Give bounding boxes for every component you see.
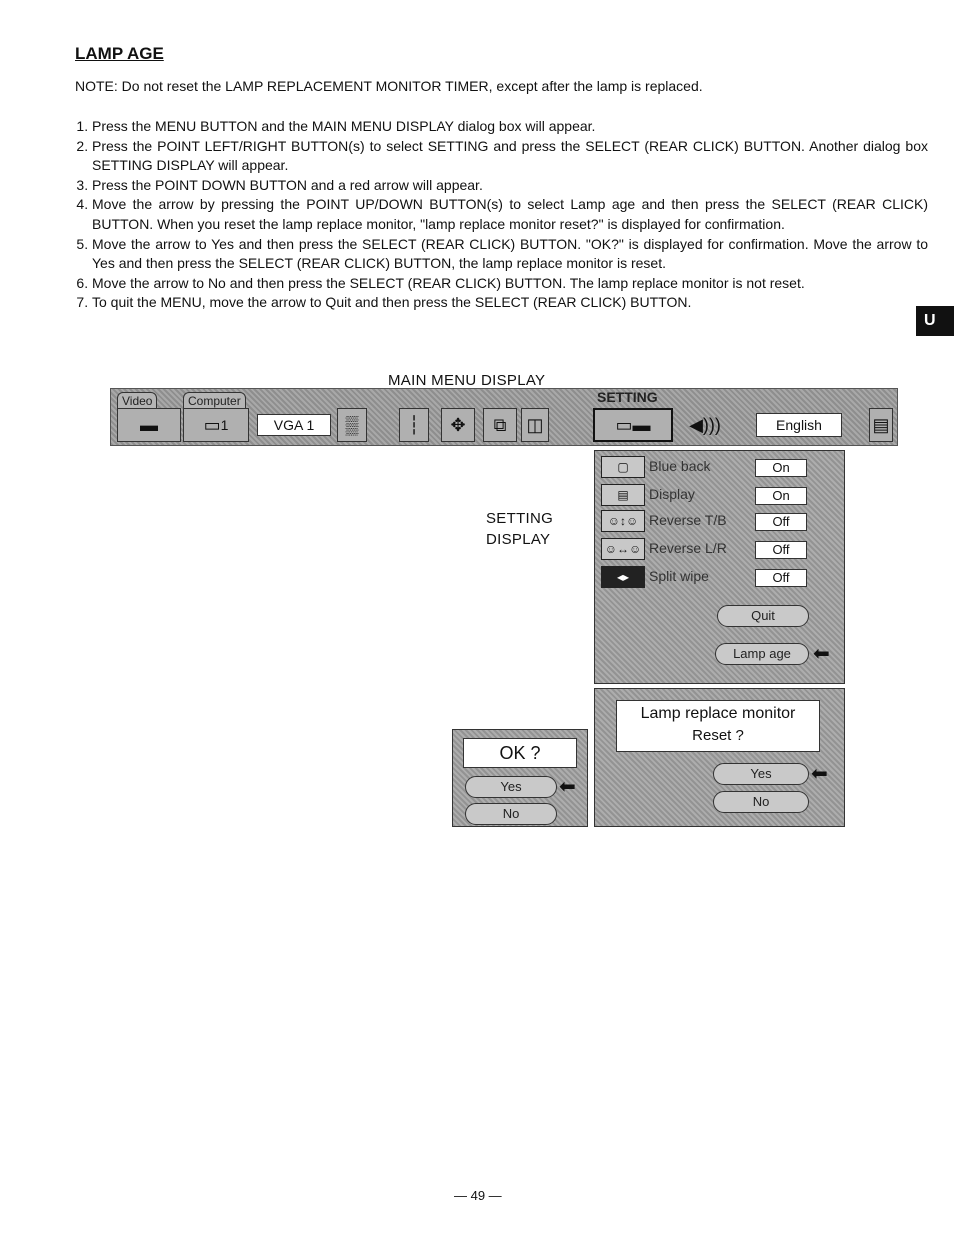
ok-dialog: OK ? Yes ⬅ No [452,729,588,827]
yes-button[interactable]: Yes [713,763,809,785]
setting-row-value: Off [755,513,807,531]
setting-row-label: Split wipe [649,568,709,584]
setting-row-reverse-tb[interactable]: ☺↕☺ Reverse T/B Off [601,510,841,532]
reverse-tb-icon: ☺↕☺ [601,510,645,532]
language-value: English [756,413,842,437]
setting-row-value: Off [755,569,807,587]
list-item: Press the POINT LEFT/RIGHT BUTTON(s) to … [92,137,928,176]
setting-row-value: On [755,459,807,477]
image-adjust-icon[interactable]: ▒ [337,408,367,442]
setting-row-label: Display [649,486,695,502]
setting-icon[interactable]: ▭▬ [593,408,673,442]
setting-row-label: Reverse L/R [649,540,727,556]
menu-scroll-icon[interactable]: ▤ [869,408,893,442]
ok-title: OK ? [463,738,577,768]
main-menu-bar: Video Computer ▬ ▭ 1 VGA 1 ▒ ┆ ✥ ⧉ ◫ SET… [110,388,898,446]
setting-display-label-line2: DISPLAY [486,531,551,548]
list-item: To quit the MENU, move the arrow to Quit… [92,293,928,313]
tab-computer[interactable]: Computer [183,392,246,410]
list-item: Move the arrow to No and then press the … [92,274,928,294]
pointer-arrow-icon: ⬅ [811,763,828,785]
list-item: Move the arrow to Yes and then press the… [92,235,928,274]
input-number: 1 [220,417,229,433]
section-heading: LAMP AGE [75,44,164,63]
steps-list: Press the MENU BUTTON and the MAIN MENU … [70,117,928,313]
setting-row-blue-back[interactable]: ▢ Blue back On [601,456,841,478]
position-icon[interactable]: ✥ [441,408,475,442]
page-number: — 49 — [454,1188,502,1203]
setting-caption: SETTING [597,389,658,405]
keystone-icon[interactable]: ◫ [521,408,549,442]
monitor-icon: ▭ [203,414,221,435]
setting-row-value: On [755,487,807,505]
display-icon: ▤ [601,484,645,506]
zoom-icon[interactable]: ⧉ [483,408,517,442]
computer-icon[interactable]: ▭ 1 [183,408,249,442]
lamp-reset-message: Lamp replace monitor Reset ? [616,700,820,752]
source-value: VGA 1 [257,414,331,436]
setting-display-panel: ▢ Blue back On ▤ Display On ☺↕☺ Reverse … [594,450,845,684]
ok-no-button[interactable]: No [465,803,557,825]
split-wipe-icon: ◂▸ [601,566,645,588]
list-item: Press the MENU BUTTON and the MAIN MENU … [92,117,928,137]
setting-row-value: Off [755,541,807,559]
list-item: Move the arrow by pressing the POINT UP/… [92,195,928,234]
lamp-reset-dialog: Lamp replace monitor Reset ? Yes ⬅ No [594,688,845,827]
lamp-reset-question: Reset ? [692,727,744,744]
setting-row-label: Blue back [649,458,711,474]
setting-display-label-line1: SETTING [486,510,554,527]
blue-back-icon: ▢ [601,456,645,478]
setting-display-label: SETTING DISPLAY [486,508,553,550]
ok-yes-button[interactable]: Yes [465,776,557,798]
side-tab: U [916,306,954,336]
no-button[interactable]: No [713,791,809,813]
pointer-arrow-icon: ⬅ [813,643,830,665]
video-icon[interactable]: ▬ [117,408,181,442]
note-text: NOTE: Do not reset the LAMP REPLACEMENT … [75,78,703,94]
quit-button[interactable]: Quit [717,605,809,627]
reverse-lr-icon: ☺↔☺ [601,538,645,560]
list-item: Press the POINT DOWN BUTTON and a red ar… [92,176,928,196]
pointer-arrow-icon: ⬅ [559,776,576,798]
setting-row-reverse-lr[interactable]: ☺↔☺ Reverse L/R Off [601,538,841,560]
setting-row-display[interactable]: ▤ Display On [601,484,841,506]
lamp-age-button[interactable]: Lamp age [715,643,809,665]
level-icon[interactable]: ┆ [399,408,429,442]
main-menu-label: MAIN MENU DISPLAY [388,372,546,389]
sound-icon[interactable]: ◀))) [689,414,721,435]
lamp-reset-title: Lamp replace monitor [640,705,796,722]
setting-row-label: Reverse T/B [649,512,727,528]
tab-video[interactable]: Video [117,392,158,410]
setting-row-split-wipe[interactable]: ◂▸ Split wipe Off [601,566,841,588]
